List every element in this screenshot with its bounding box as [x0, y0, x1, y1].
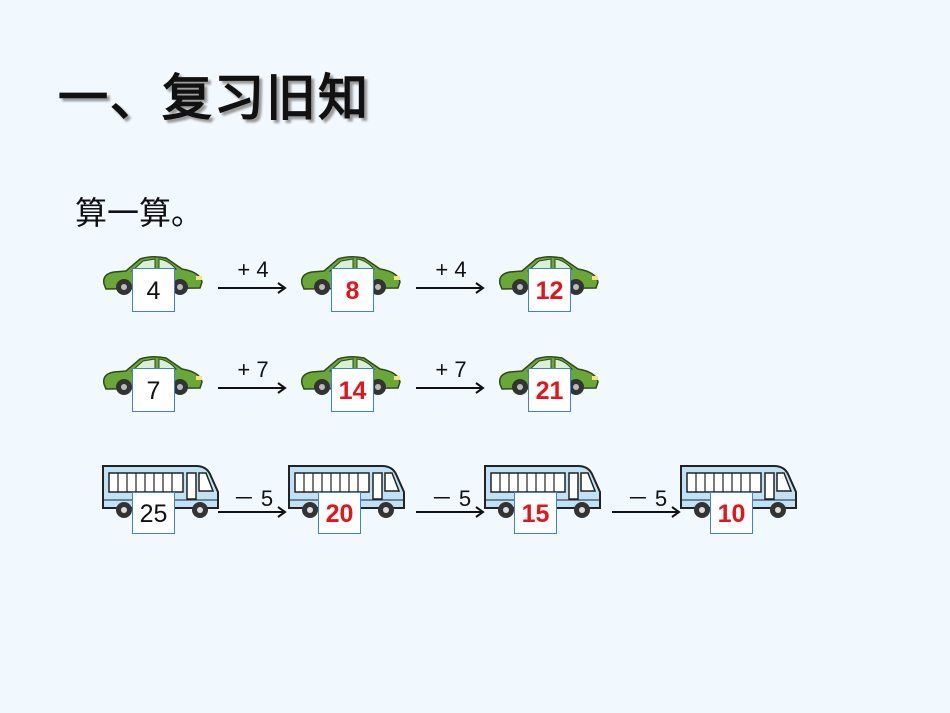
- operation-arrow: － 5: [416, 481, 486, 518]
- bus-icon: [678, 462, 800, 520]
- answer-box: 12: [528, 268, 571, 312]
- operation-arrow: + 7: [416, 357, 486, 394]
- instruction-text: 算一算。: [75, 194, 204, 232]
- operation-arrow: + 4: [218, 257, 288, 294]
- operation-label: + 4: [435, 257, 467, 282]
- operation-label: + 4: [237, 257, 269, 282]
- answer-box: 20: [318, 492, 361, 534]
- number-box: 7: [132, 368, 175, 412]
- number-box: 25: [132, 492, 175, 534]
- operation-arrow: － 5: [218, 481, 288, 518]
- answer-box: 21: [528, 368, 571, 412]
- operation-label: － 5: [232, 486, 274, 511]
- page-title: 一、复习旧知: [58, 69, 370, 127]
- answer-box: 10: [710, 492, 753, 534]
- bus-icon: [100, 462, 222, 520]
- answer-box: 14: [331, 368, 374, 412]
- operation-label: － 5: [626, 486, 668, 511]
- operation-arrow: + 7: [218, 357, 288, 394]
- operation-label: + 7: [237, 357, 269, 382]
- operation-label: － 5: [430, 486, 472, 511]
- number-box: 4: [132, 268, 175, 312]
- operation-label: + 7: [435, 357, 467, 382]
- answer-box: 15: [514, 492, 557, 534]
- operation-arrow: － 5: [612, 481, 682, 518]
- operation-arrow: + 4: [416, 257, 486, 294]
- answer-box: 8: [331, 268, 374, 312]
- bus-icon: [482, 462, 604, 520]
